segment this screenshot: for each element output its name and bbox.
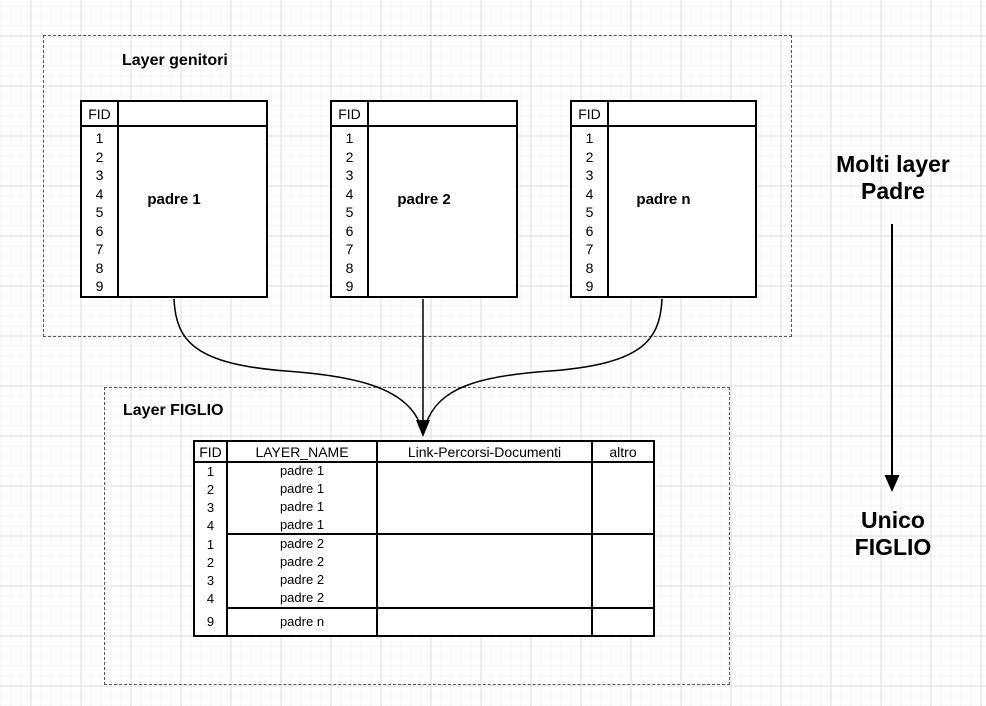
note-line: Padre	[861, 178, 925, 204]
fid-value: 5	[585, 204, 594, 220]
layer-name-cell-padre-2: padre 2 padre 2 padre 2 padre 2	[228, 535, 378, 609]
fid-value: 7	[95, 241, 104, 257]
fid-value: 1	[585, 130, 594, 146]
parent-table-padre-1[interactable]: FID 1 2 3 4 5 6 7 8 9 padre 1	[80, 100, 268, 298]
layer-name-value: padre 1	[279, 481, 325, 496]
fid-value: 4	[585, 185, 594, 202]
fid-list: 1 2 3 4 5 6 7 8 9	[332, 129, 367, 296]
parent-table-name: padre 1	[147, 190, 201, 208]
fid-header-cell: FID	[578, 105, 601, 122]
note-line: FIGLIO	[854, 534, 932, 560]
fid-list: 1 2 3 4 5 6 7 8 9	[82, 129, 117, 296]
fid-value: 2	[206, 482, 215, 497]
child-header-fid: FID	[195, 442, 228, 463]
layer-name-value: padre 2	[279, 554, 325, 569]
fid-value: 3	[95, 167, 104, 183]
arrowhead-down-icon	[884, 475, 900, 492]
fid-value: 1	[206, 537, 215, 552]
altro-cell	[593, 463, 653, 535]
child-table[interactable]: FID LAYER_NAME Link-Percorsi-Documenti a…	[193, 440, 655, 637]
fid-value: 2	[585, 148, 594, 165]
fid-value: 8	[585, 259, 594, 276]
link-percorsi-cell	[378, 609, 593, 635]
note-unico-figlio[interactable]: Unico FIGLIO	[793, 507, 986, 561]
parents-group-label: Layer genitori	[122, 52, 228, 69]
fid-value: 3	[585, 167, 594, 183]
altro-cell	[593, 609, 653, 635]
fid-header-cell: FID	[338, 105, 361, 122]
layer-name-cell-padre-1: padre 1 padre 1 padre 1 padre 1	[228, 463, 378, 535]
child-header-layer-name: LAYER_NAME	[228, 442, 378, 463]
note-molti-layer-padre[interactable]: Molti layer Padre	[793, 151, 986, 205]
child-header-link-percorsi-documenti: Link-Percorsi-Documenti	[378, 442, 593, 463]
fid-value: 3	[345, 167, 354, 183]
layer-name-value: padre 2	[279, 590, 325, 605]
child-header-altro: altro	[593, 442, 653, 463]
fid-value: 7	[585, 241, 594, 257]
fid-group-1: 1 2 3 4	[195, 463, 226, 535]
link-percorsi-cell	[378, 463, 593, 535]
parent-table-padre-n[interactable]: FID 1 2 3 4 5 6 7 8 9 padre n	[570, 100, 757, 298]
fid-value: 2	[345, 148, 354, 165]
fid-value: 4	[95, 185, 104, 202]
fid-value: 8	[345, 259, 354, 276]
note-line: Unico	[861, 507, 925, 533]
fid-value: 4	[206, 591, 215, 606]
fid-column-divider	[607, 102, 609, 296]
layer-name-value: padre 2	[279, 536, 325, 551]
layer-name-value: padre 1	[279, 517, 325, 532]
fid-value: 1	[345, 130, 354, 146]
fid-value: 7	[345, 241, 354, 257]
fid-value: 1	[206, 464, 215, 479]
note-line: Molti layer	[836, 151, 950, 177]
fid-value: 1	[95, 130, 104, 146]
header-row-divider	[332, 125, 516, 127]
fid-value: 9	[206, 614, 215, 629]
fid-value: 4	[345, 185, 354, 202]
fid-value: 3	[206, 500, 215, 515]
layer-name-value: padre 1	[279, 499, 325, 514]
parent-table-name: padre n	[636, 190, 691, 208]
fid-value: 3	[206, 573, 215, 588]
layer-name-value: padre n	[279, 614, 325, 629]
fid-value: 5	[95, 204, 104, 220]
fid-value: 2	[95, 148, 104, 165]
fid-value: 9	[585, 278, 594, 294]
fid-value: 2	[206, 555, 215, 570]
parent-table-name: padre 2	[397, 190, 451, 208]
layer-name-value: padre 1	[279, 463, 325, 478]
header-row-divider	[82, 125, 266, 127]
fid-value: 6	[95, 222, 104, 239]
fid-group-2: 1 2 3 4	[195, 535, 226, 609]
parent-table-padre-2[interactable]: FID 1 2 3 4 5 6 7 8 9 padre 2	[330, 100, 518, 298]
fid-list: 1 2 3 4 5 6 7 8 9	[572, 129, 607, 296]
fid-value: 8	[95, 259, 104, 276]
fid-value: 5	[345, 204, 354, 220]
fid-value: 6	[345, 222, 354, 239]
child-group-label: Layer FIGLIO	[123, 402, 224, 419]
fid-header-cell: FID	[88, 105, 111, 122]
fid-group-3: 9	[195, 609, 226, 635]
altro-cell	[593, 535, 653, 609]
link-percorsi-cell	[378, 535, 593, 609]
child-fid-column: 1 2 3 4 1 2 3 4 9	[195, 463, 228, 635]
layer-name-cell-padre-n: padre n	[228, 609, 378, 635]
layer-name-value: padre 2	[279, 572, 325, 587]
fid-value: 9	[95, 278, 104, 294]
fid-value: 9	[345, 278, 354, 294]
fid-value: 6	[585, 222, 594, 239]
fid-column-divider	[367, 102, 369, 296]
header-row-divider	[572, 125, 755, 127]
fid-value: 4	[206, 518, 215, 533]
fid-column-divider	[117, 102, 119, 296]
